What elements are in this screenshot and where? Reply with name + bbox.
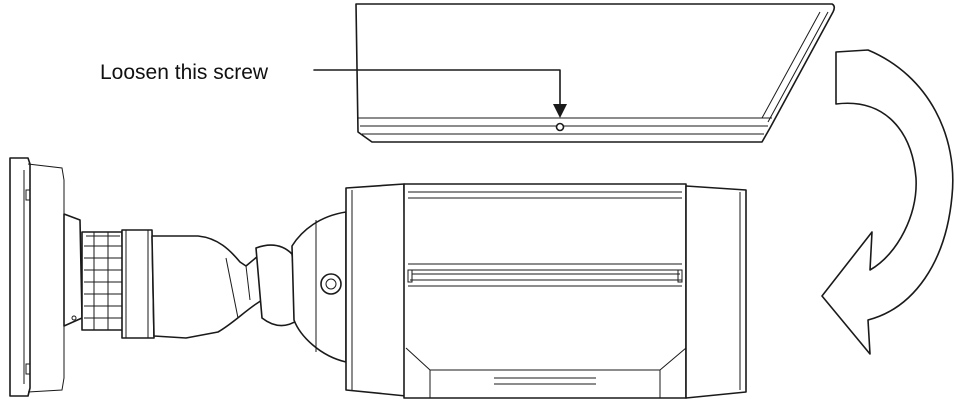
callout: Loosen this screw [100, 61, 567, 118]
camera-neck [291, 211, 347, 363]
locking-ring [81, 231, 125, 331]
sun-shield [355, 3, 836, 143]
collar-nut [121, 229, 155, 339]
down-arrow-icon [553, 104, 567, 118]
curved-arrow-icon [821, 49, 954, 355]
callout-leader-line [313, 69, 561, 109]
bracket-stem [63, 213, 83, 327]
shield-screw [555, 122, 565, 132]
camera-body [345, 183, 747, 399]
adjust-screw [320, 273, 342, 295]
callout-label: Loosen this screw [100, 61, 269, 84]
swivel-arm [151, 235, 269, 339]
wall-plate [9, 157, 65, 397]
